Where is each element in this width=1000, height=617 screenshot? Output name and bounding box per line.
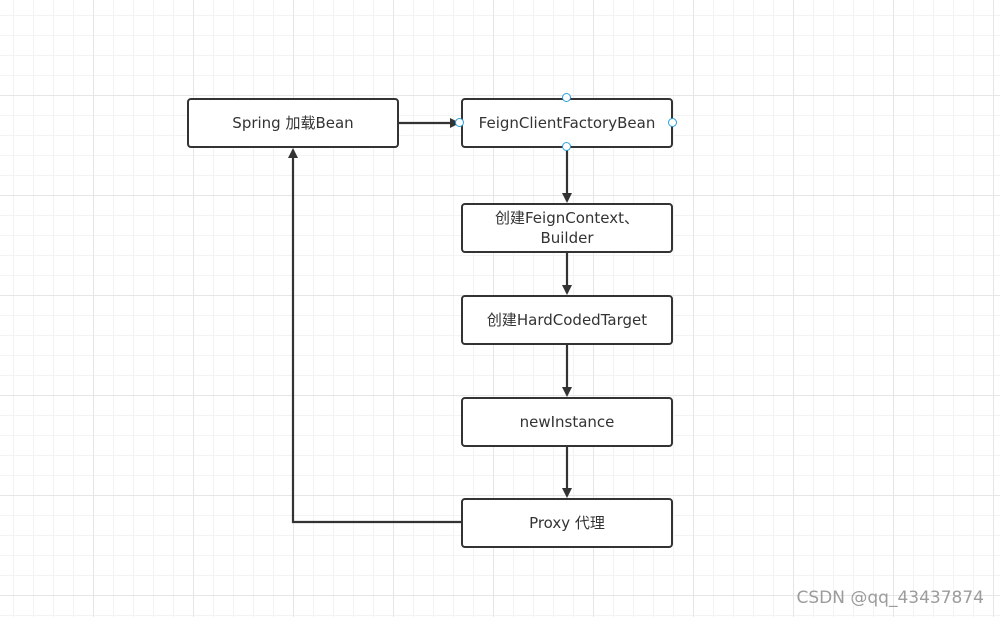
selection-handle-right[interactable] xyxy=(668,118,677,127)
node-feign-client-factory-bean[interactable]: FeignClientFactoryBean xyxy=(461,98,673,148)
node-label: newInstance xyxy=(519,413,615,431)
node-proxy[interactable]: Proxy 代理 xyxy=(461,498,673,548)
node-create-hard-coded-target[interactable]: 创建HardCodedTarget xyxy=(461,295,673,345)
node-spring-load-bean[interactable]: Spring 加载Bean xyxy=(187,98,399,148)
node-label: 创建FeignContext、Builder xyxy=(495,209,639,247)
watermark-text: CSDN @qq_43437874 xyxy=(796,588,984,608)
node-label: FeignClientFactoryBean xyxy=(478,114,656,132)
node-label: Proxy 代理 xyxy=(529,514,605,532)
node-label: Spring 加载Bean xyxy=(232,114,354,132)
selection-handle-top[interactable] xyxy=(562,93,571,102)
selection-handle-left[interactable] xyxy=(455,118,464,127)
node-label: 创建HardCodedTarget xyxy=(486,311,648,329)
edge-proxy-to-spring xyxy=(288,148,461,524)
node-new-instance[interactable]: newInstance xyxy=(461,397,673,447)
node-create-feign-context-builder[interactable]: 创建FeignContext、Builder xyxy=(461,203,673,253)
selection-handle-bottom[interactable] xyxy=(562,142,571,151)
